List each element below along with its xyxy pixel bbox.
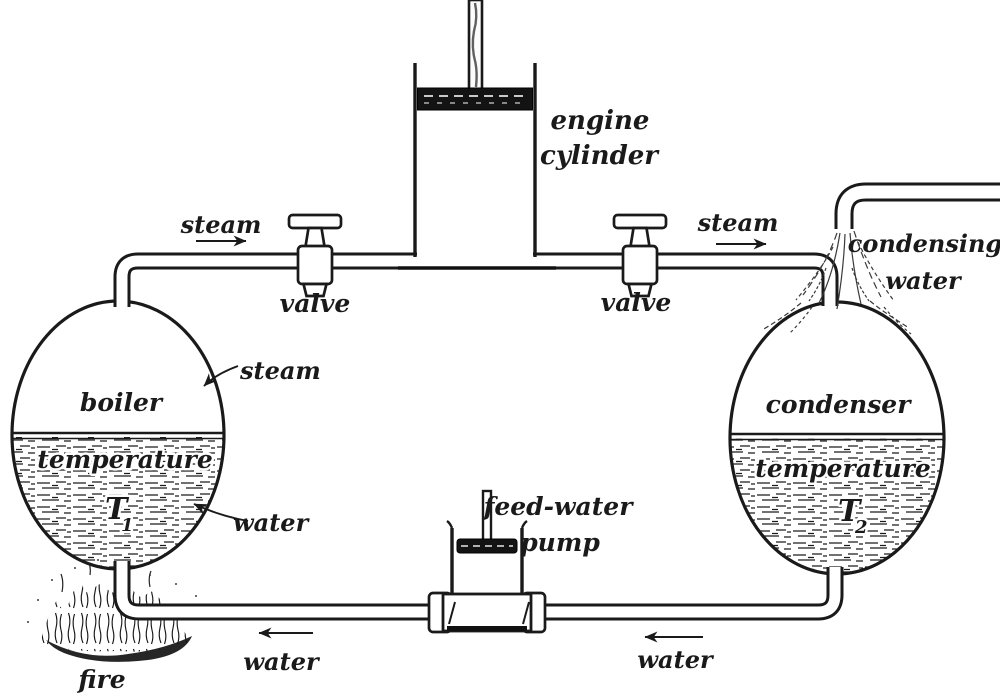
condensing-water-label-line1: condensing <box>848 229 1000 258</box>
condensing-water-spray <box>761 230 912 335</box>
water-label-bottom-left: water <box>243 647 321 676</box>
flow-arrows <box>193 235 767 643</box>
condensing-water-pipe <box>834 182 1000 231</box>
valve-left-handle <box>287 213 343 230</box>
boiler-temperature-label: temperature <box>37 445 212 474</box>
valve-left-stem <box>303 226 327 248</box>
engine-cylinder <box>413 0 537 258</box>
cylinder-pipe-opening <box>417 250 533 258</box>
boiler-steam-callout-arrow <box>203 365 239 387</box>
feed-water-pump <box>427 489 547 634</box>
steam-label-top-left: steam <box>180 210 262 239</box>
boiler-water-callout-arrow <box>193 503 249 522</box>
boiler-vessel <box>10 299 226 571</box>
valve-left-body <box>296 244 334 286</box>
pump-label-line2: pump <box>520 528 600 557</box>
piston <box>417 87 533 111</box>
boiler-temperature-subscript: 1 <box>121 515 134 536</box>
valve-right-nub <box>626 282 654 298</box>
valve-right-label: valve <box>601 288 672 317</box>
condenser-temperature-label: temperature <box>755 454 930 483</box>
valve-left-nub <box>301 282 329 298</box>
fire-label: fire <box>76 665 125 694</box>
boiler-water-callout-label: water <box>233 508 311 537</box>
valve-left-label: valve <box>280 289 351 318</box>
valve-right <box>612 213 668 298</box>
pump-label-line1: feed-water <box>482 492 635 521</box>
boiler-steam-callout-label: steam <box>239 356 321 385</box>
water-label-bottom-right: water <box>637 645 715 674</box>
valve-right-stem <box>628 226 652 248</box>
condenser-label: condenser <box>766 390 913 419</box>
valve-right-body <box>621 244 659 286</box>
engine-cylinder-label-line2: cylinder <box>540 141 660 171</box>
valve-right-handle <box>612 213 668 230</box>
steam-label-top-right: steam <box>697 208 779 237</box>
pump-base <box>441 592 533 633</box>
boiler-label: boiler <box>80 388 164 417</box>
steam-pipe <box>113 252 839 307</box>
engine-cylinder-label-line1: engine <box>551 106 650 136</box>
condenser-temperature-subscript: 2 <box>854 517 868 538</box>
valve-left <box>287 213 343 298</box>
condenser-vessel <box>728 300 946 576</box>
fire-flames <box>27 559 206 662</box>
condensing-water-label-line2: water <box>885 266 963 295</box>
